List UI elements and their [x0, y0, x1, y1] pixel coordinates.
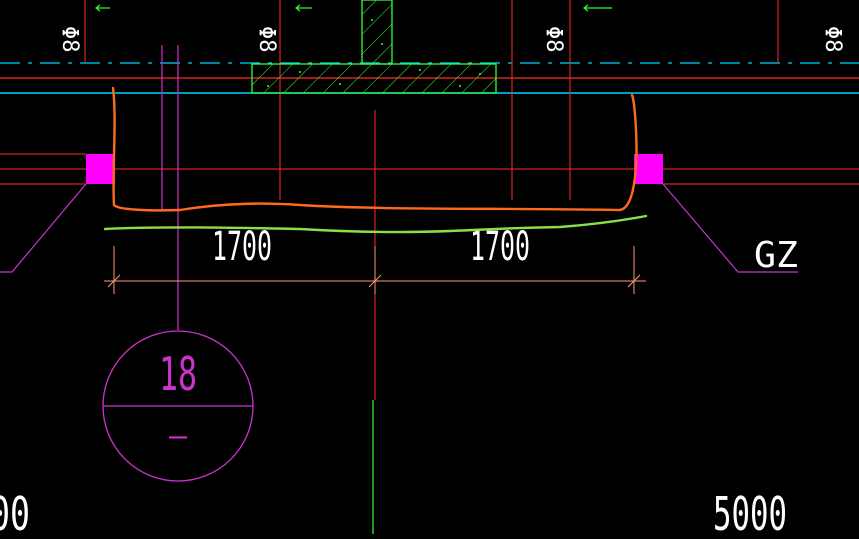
top-rebar-labels: Φ8 Φ8 Φ8 Φ8 — [57, 26, 845, 53]
column-left[interactable] — [86, 154, 115, 184]
section-bubble[interactable]: 18 — — [102, 330, 254, 482]
concrete-section — [251, 0, 497, 94]
column-right[interactable] — [634, 154, 663, 184]
section-sheet: — — [169, 419, 188, 454]
dimension-left: 1700 — [212, 224, 272, 270]
top-arrows — [95, 4, 612, 12]
section-number: 18 — [159, 347, 197, 401]
sketch-outline — [111, 86, 638, 212]
vertical-grid — [84, 0, 779, 400]
bottom-left-value: 00 — [0, 487, 30, 534]
dimension-line — [104, 246, 646, 294]
rebar-label-3: Φ8 — [541, 26, 566, 53]
rebar-label-2: Φ8 — [254, 26, 279, 53]
dimension-right: 1700 — [470, 224, 530, 270]
rebar-label-4: Φ8 — [820, 26, 845, 53]
leader-lines — [0, 183, 798, 273]
column-tag: GZ — [754, 235, 798, 276]
sketch-underline — [103, 214, 648, 234]
magenta-verticals — [161, 45, 179, 330]
bottom-right-value: 5000 — [713, 487, 787, 534]
rebar-label-1: Φ8 — [57, 26, 82, 53]
